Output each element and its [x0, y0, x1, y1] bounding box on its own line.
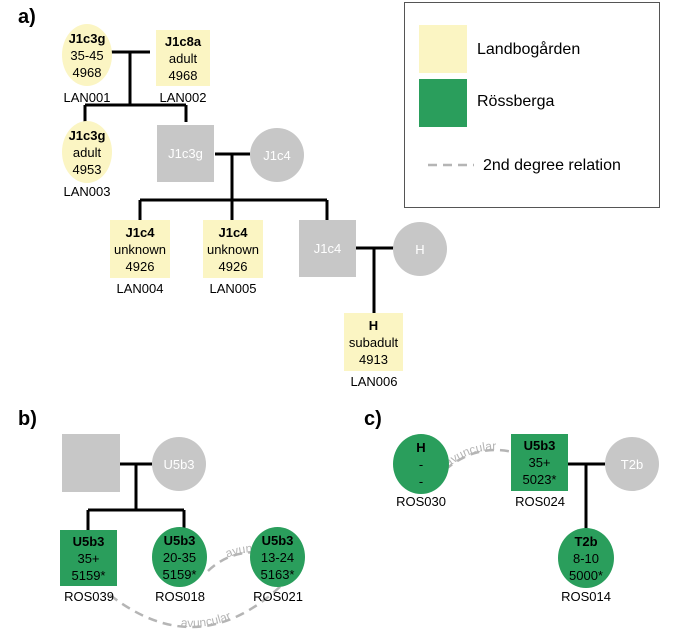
individual-ros030: H - -: [393, 434, 449, 494]
legend-label-rossberga: Rössberga: [477, 93, 555, 110]
id-label-ros039: ROS039: [64, 589, 114, 604]
individual-ros039: U5b3 35+ 5159*: [60, 530, 117, 586]
unsampled-female-t2b: T2b: [605, 437, 659, 491]
legend-swatch-rossberga: [419, 79, 467, 127]
id-label-lan002: LAN002: [159, 90, 207, 105]
individual-lan006: H subadult 4913: [344, 313, 403, 371]
legend-label-second-degree: 2nd degree relation: [483, 157, 621, 174]
individual-lan004: J1c4 unknown 4926: [110, 220, 170, 278]
unsampled-male-b: [62, 434, 120, 492]
unsampled-male-j1c4: J1c4: [299, 220, 356, 277]
id-label-ros024: ROS024: [515, 494, 565, 509]
avuncular-label-b2: avuncular: [180, 609, 232, 630]
unsampled-male-j1c3g: J1c3g: [157, 125, 214, 182]
id-label-ros021: ROS021: [253, 589, 303, 604]
panel-b-label: b): [18, 408, 37, 430]
panel-a-label: a): [18, 6, 36, 28]
id-label-ros014: ROS014: [561, 589, 611, 604]
individual-ros024: U5b3 35+ 5023*: [511, 434, 568, 491]
avuncular-label-c: avuncular: [442, 439, 497, 470]
individual-lan001: J1c3g 35-45 4968: [62, 24, 112, 86]
unsampled-female-h: H: [393, 222, 447, 276]
id-label-lan005: LAN005: [209, 281, 257, 296]
individual-lan005: J1c4 unknown 4926: [203, 220, 263, 278]
unsampled-female-j1c4: J1c4: [250, 128, 304, 182]
id-label-ros030: ROS030: [396, 494, 446, 509]
individual-ros014: T2b 8-10 5000*: [558, 528, 614, 588]
legend-label-landbogarden: Landbogården: [477, 41, 581, 58]
id-label-lan001: LAN001: [63, 90, 111, 105]
id-label-lan006: LAN006: [350, 374, 398, 389]
id-label-ros018: ROS018: [155, 589, 205, 604]
individual-ros021: U5b3 13-24 5163*: [250, 527, 305, 587]
individual-lan003: J1c3g adult 4953: [62, 121, 112, 183]
unsampled-female-u5b3: U5b3: [152, 437, 206, 491]
individual-ros018: U5b3 20-35 5159*: [152, 527, 207, 587]
id-label-lan003: LAN003: [63, 184, 111, 199]
panel-c-label: c): [364, 408, 382, 430]
id-label-lan004: LAN004: [116, 281, 164, 296]
legend-swatch-landbogarden: [419, 25, 467, 73]
legend: Landbogården Rössberga 2nd degree relati…: [404, 2, 660, 208]
individual-lan002: J1c8a adult 4968: [156, 30, 210, 86]
